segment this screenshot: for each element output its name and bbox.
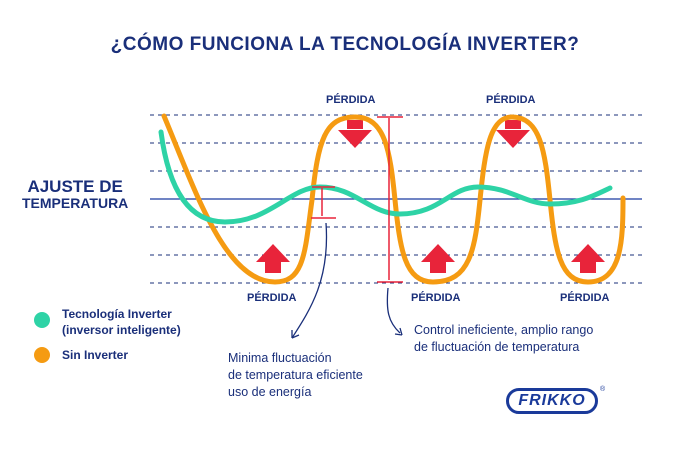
loss-label: PÉRDIDA (247, 292, 297, 304)
fluctuation-markers (311, 116, 403, 283)
note-line: uso de energía (228, 385, 312, 399)
down-arrow-icon (496, 130, 530, 148)
up-arrow-icon (256, 244, 290, 273)
loss-label: PÉRDIDA (486, 94, 536, 106)
axis-label-line1: AJUSTE DE (27, 177, 123, 196)
loss-arrows (256, 120, 605, 273)
inverter-curve (158, 129, 613, 225)
note-line: de fluctuación de temperatura (414, 340, 580, 354)
legend-label: Tecnología Inverter (62, 307, 172, 321)
down-arrow-icon (338, 129, 372, 148)
up-arrow-icon (421, 244, 455, 273)
page-title: ¿CÓMO FUNCIONA LA TECNOLOGÍA INVERTER? (110, 34, 580, 55)
legend-item-no-inverter: Sin Inverter (34, 347, 128, 363)
arrow-head-icon (394, 327, 403, 336)
note-line: Minima fluctuación (228, 351, 332, 365)
arrow-head-icon (291, 330, 300, 339)
down-arrow-icon (347, 120, 363, 129)
note-line: Control ineficiente, amplio rango (414, 323, 594, 337)
teal-dot-icon (34, 312, 50, 328)
axis-label: AJUSTE DE TEMPERATURA (22, 178, 128, 212)
orange-dot-icon (34, 347, 50, 363)
inverter-note: Minima fluctuación de temperatura eficie… (228, 350, 363, 401)
loss-label: PÉRDIDA (411, 292, 461, 304)
loss-label: PÉRDIDA (326, 94, 376, 106)
note-line: de temperatura eficiente (228, 368, 363, 382)
no-inverter-note: Control ineficiente, amplio rango de flu… (414, 322, 593, 356)
legend-label: Sin Inverter (62, 348, 129, 362)
up-arrow-icon (571, 244, 605, 273)
no-inverter-curve (161, 113, 626, 285)
legend-item-inverter: Tecnología Inverter (inversor inteligente… (34, 306, 181, 338)
frikko-logo: FRIKKO (506, 388, 598, 414)
axis-label-line2: TEMPERATURA (22, 195, 129, 211)
legend-label: (inversor inteligente) (62, 323, 181, 337)
down-arrow-icon (505, 120, 521, 129)
loss-label: PÉRDIDA (560, 292, 610, 304)
registered-mark: ® (600, 386, 606, 393)
pointer-lines (291, 222, 401, 339)
